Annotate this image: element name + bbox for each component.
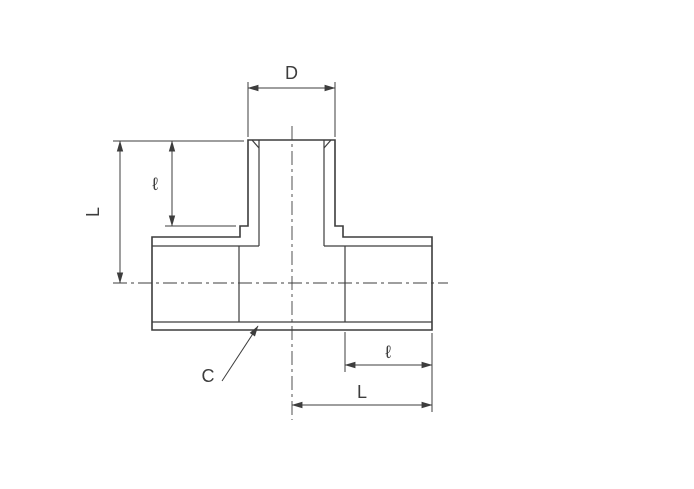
label-right-overall: L <box>357 382 367 402</box>
label-right-socket-depth: ℓ <box>385 342 391 362</box>
label-left-socket-depth: ℓ <box>152 174 158 194</box>
branch-chamfer-right <box>323 139 332 149</box>
centerlines <box>113 126 448 420</box>
label-branch-width: D <box>285 63 298 83</box>
dimensions: D L ℓ C ℓ L <box>83 63 433 412</box>
label-left-overall: L <box>83 207 103 217</box>
tee-outer-profile <box>151 139 433 331</box>
weld-leader-line <box>221 325 259 382</box>
label-weld-callout: C <box>202 366 215 386</box>
branch-chamfer-left <box>251 139 260 149</box>
tee-body <box>151 139 433 331</box>
